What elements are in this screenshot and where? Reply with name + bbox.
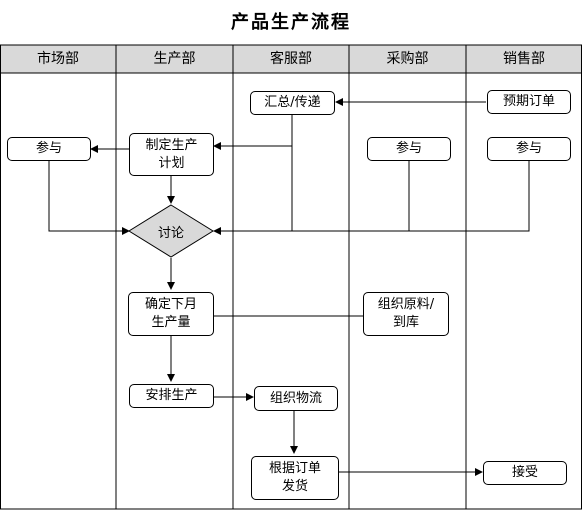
node-logistics: 组织物流 bbox=[254, 386, 338, 411]
lane-header-purchase: 采购部 bbox=[386, 51, 429, 67]
node-forecast-order: 预期订单 bbox=[487, 90, 571, 114]
node-summary: 汇总/传递 bbox=[250, 91, 335, 115]
node-ship-by-order: 根据订单 发货 bbox=[251, 456, 339, 500]
decision-diamond bbox=[128, 204, 214, 258]
node-materials: 组织原料/ 到库 bbox=[363, 292, 449, 336]
node-receive: 接受 bbox=[483, 461, 567, 485]
diagram-title: 产品生产流程 bbox=[231, 12, 351, 33]
lane-header-production: 生产部 bbox=[153, 51, 196, 67]
node-market-participate: 参与 bbox=[7, 137, 91, 161]
node-discuss: 讨论 bbox=[157, 226, 184, 241]
edge-summary-plan bbox=[213, 114, 293, 150]
lane-header-sales: 销售部 bbox=[503, 51, 545, 67]
node-production-plan: 制定生产 计划 bbox=[129, 133, 214, 176]
edge-market-discuss bbox=[48, 161, 130, 235]
node-schedule-production: 安排生产 bbox=[129, 384, 214, 408]
node-sales-participate: 参与 bbox=[487, 137, 571, 161]
node-purchase-participate: 参与 bbox=[367, 137, 451, 161]
edge-sales-discuss bbox=[213, 161, 530, 235]
node-monthly-output: 确定下月 生产量 bbox=[128, 292, 214, 336]
lane-header-band bbox=[0, 44, 582, 74]
lane-header-service: 客服部 bbox=[270, 51, 312, 67]
lane-header-market: 市场部 bbox=[37, 51, 79, 67]
